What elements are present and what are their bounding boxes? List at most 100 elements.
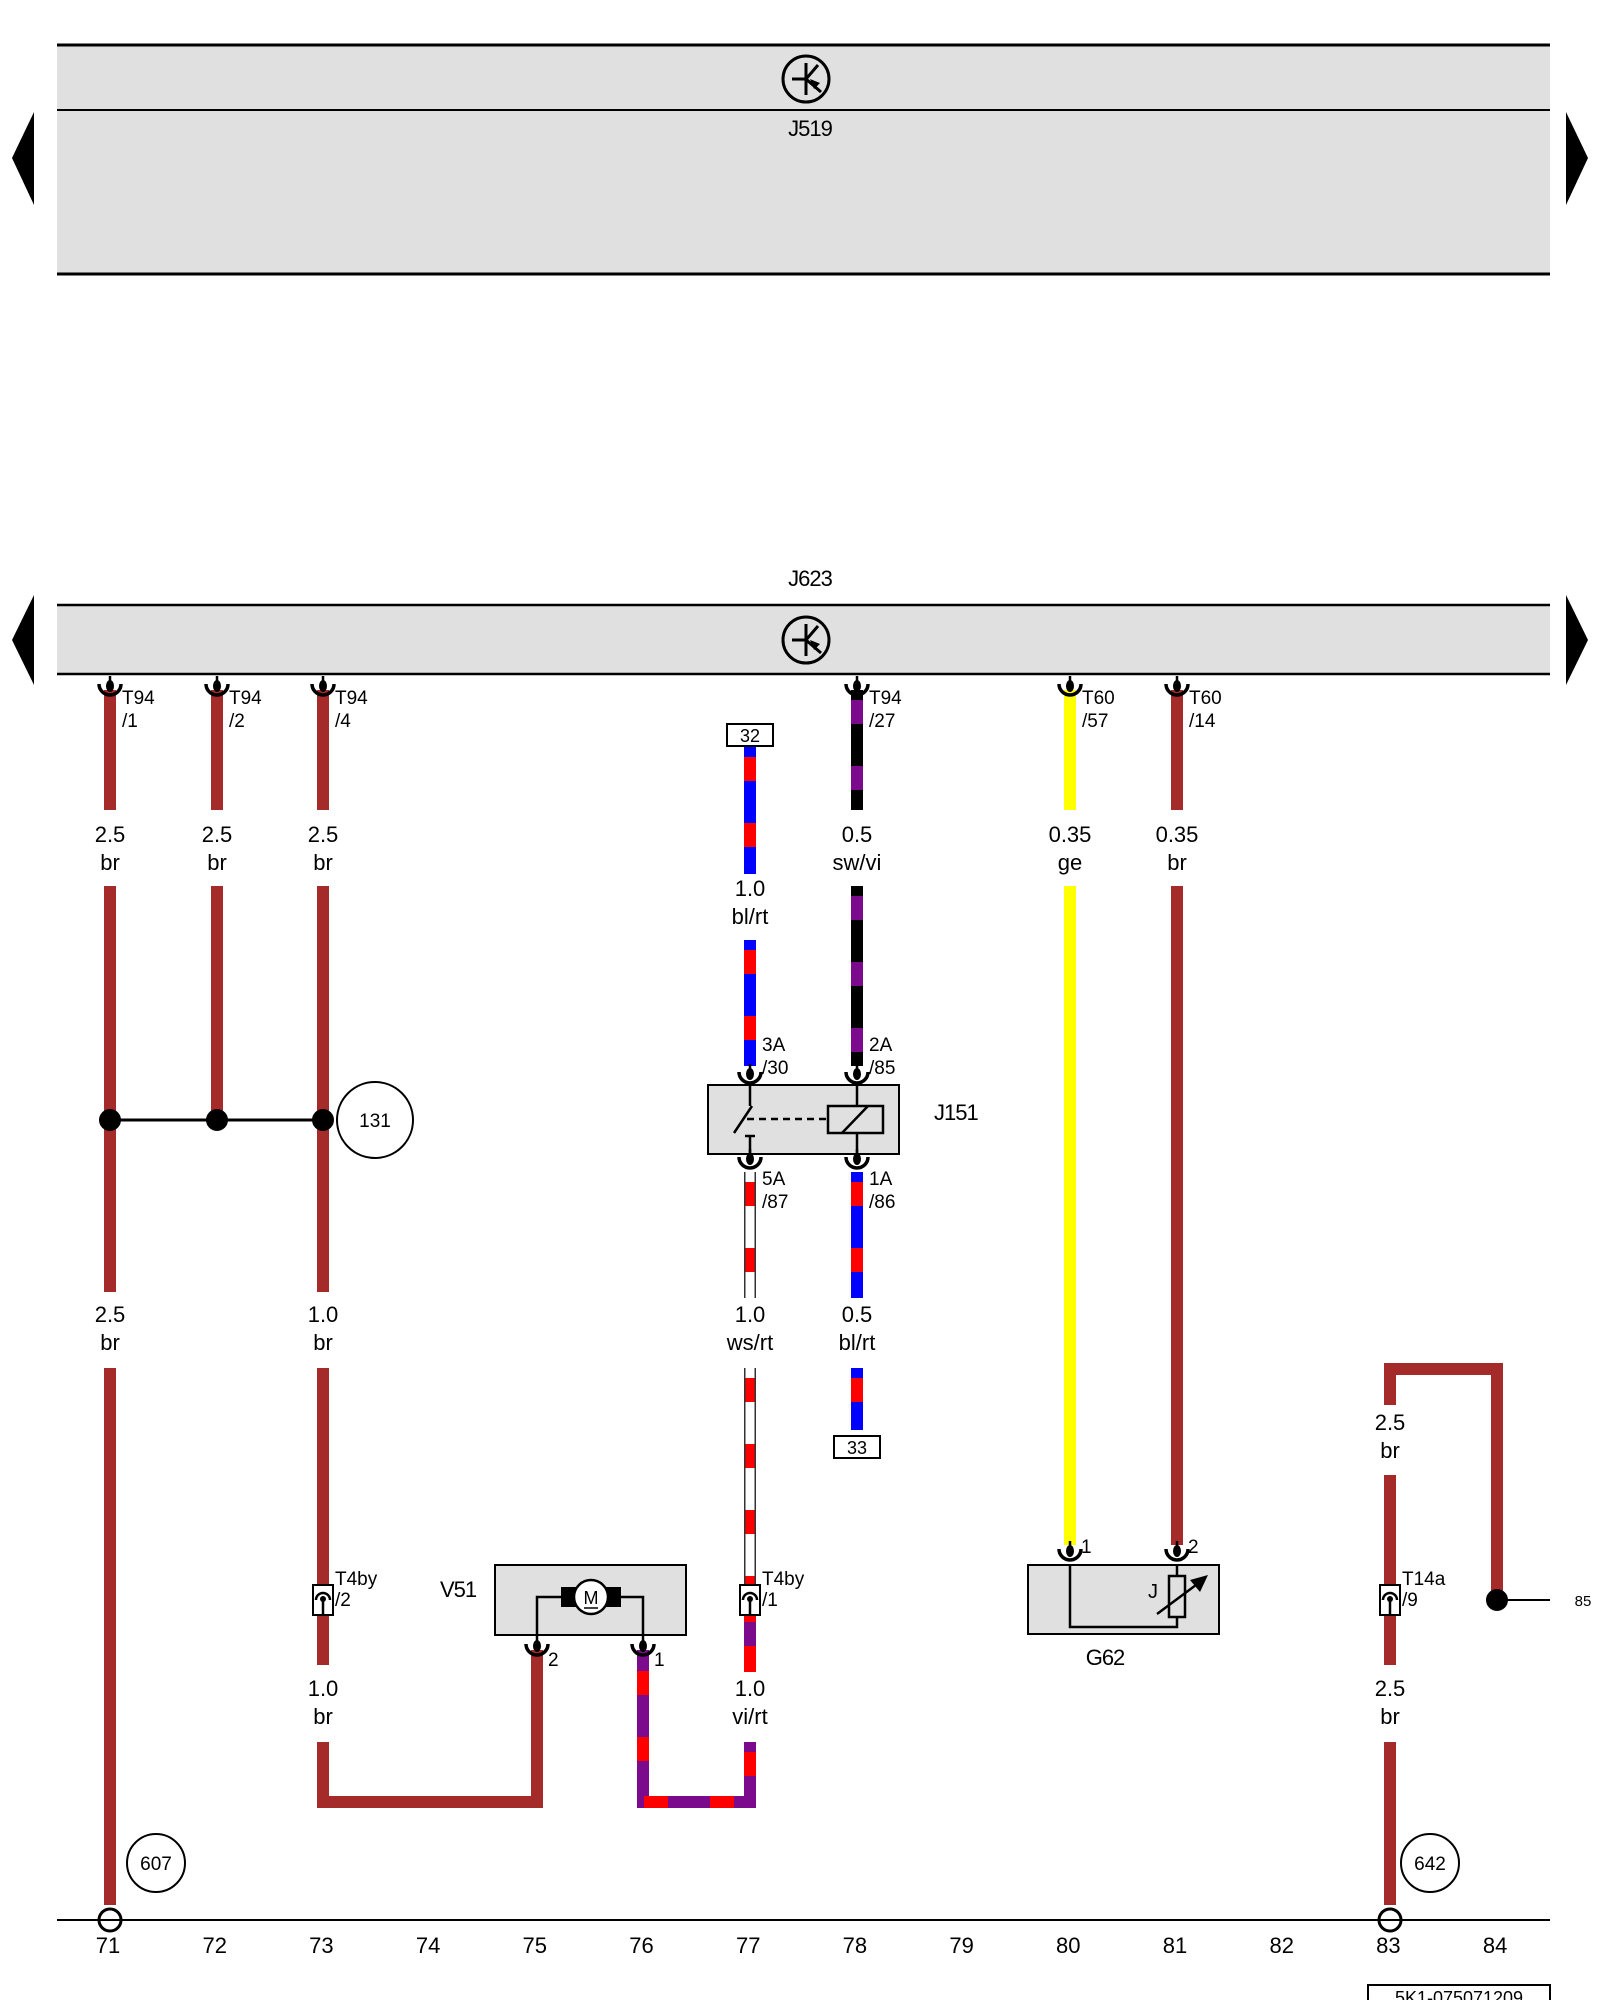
g62-inner-label: J (1148, 1581, 1158, 1603)
wire-color-label: br (100, 1330, 120, 1355)
wire-color-label: br (313, 850, 333, 875)
wire-size-label: 0.35 (1156, 822, 1199, 847)
relay-icon (732, 1085, 885, 1154)
next-page-arrow-lower[interactable] (1566, 595, 1588, 685)
pin-socket-icon (1164, 1541, 1190, 1562)
wire-size-label: 2.5 (202, 822, 233, 847)
wire-size-label: 1.0 (308, 1676, 339, 1701)
pin-label-t4by_1-num: /1 (762, 1590, 778, 1611)
j519-label: J519 (788, 116, 832, 141)
pin-label-g62-2: 2 (1188, 1537, 1199, 1558)
pin-label-t4by_2-num: /2 (335, 1590, 351, 1611)
wire-size-label: 2.5 (1375, 1410, 1406, 1435)
wire-size-label: 1.0 (735, 876, 766, 901)
prev-page-arrow[interactable] (12, 112, 34, 205)
splice-dot (206, 1109, 228, 1131)
pin-socket-icon (1057, 1541, 1083, 1562)
pin-label-t94_4: T94 (335, 688, 368, 709)
pin-label-87: /87 (762, 1192, 788, 1213)
pin-label-t94_2-num: /2 (229, 711, 245, 732)
pin-label-1a: 1A (869, 1169, 893, 1190)
track-number: 72 (202, 1933, 226, 1958)
splice-dot (99, 1109, 121, 1131)
wire-size-label: 2.5 (308, 822, 339, 847)
wire-color-label: bl/rt (839, 1330, 876, 1355)
pin-label-2a: 2A (869, 1035, 893, 1056)
pin-label-t14a_9-num: /9 (1402, 1590, 1418, 1611)
reference-131[interactable]: 131 (336, 1081, 414, 1159)
wire-color-label: br (1167, 850, 1187, 875)
wire-size-label: 0.5 (842, 822, 873, 847)
wire-size-label: 0.5 (842, 1302, 873, 1327)
prev-page-arrow-lower[interactable] (12, 595, 34, 685)
terminal-32-text: 32 (740, 726, 760, 746)
j151-label: J151 (934, 1100, 978, 1125)
inline-connector-icon (312, 1584, 334, 1616)
thermistor-icon (1068, 1565, 1208, 1629)
pin-label-t60_14: T60 (1189, 688, 1222, 709)
track-number: 75 (523, 1933, 547, 1958)
pin-label-t60_14-num: /14 (1189, 711, 1216, 732)
continuation-85: 85 (1575, 1593, 1592, 1610)
wire-size-label: 2.5 (95, 1302, 126, 1327)
pin-socket-icon (844, 676, 870, 697)
component-j151: J151 (707, 1084, 979, 1155)
pin-label-t60_57-num: /57 (1082, 711, 1108, 732)
track-number: 80 (1056, 1933, 1080, 1958)
pin-socket-icon (1164, 676, 1190, 697)
inline-connector-icon (1379, 1584, 1401, 1616)
wire-w83a (1384, 1363, 1503, 1600)
wire-size-label: 0.35 (1049, 822, 1092, 847)
track-number: 82 (1269, 1933, 1293, 1958)
transistor-icon (781, 54, 831, 104)
pin-label-t4by_1: T4by (762, 1569, 805, 1590)
pin-label-t14a_9: T14a (1402, 1569, 1446, 1590)
terminal-33: 33 (833, 1435, 881, 1459)
track-number: 73 (309, 1933, 333, 1958)
reference-607-text: 607 (140, 1854, 172, 1875)
reference-607[interactable]: 607 (126, 1833, 186, 1893)
track-number: 71 (96, 1933, 120, 1958)
pin-label-t94_27-num: /27 (869, 711, 895, 732)
pin-label-t94_2: T94 (229, 688, 262, 709)
terminal-33-text: 33 (847, 1438, 867, 1458)
track-number: 77 (736, 1933, 760, 1958)
v51-label: V51 (440, 1577, 477, 1602)
wire-size-label: 1.0 (735, 1302, 766, 1327)
wire-size-label: 2.5 (1375, 1676, 1406, 1701)
wire-color-label: br (313, 1704, 333, 1729)
wire-color-label: vi/rt (732, 1704, 767, 1729)
j623-label: J623 (788, 566, 832, 591)
pin-socket-icon (524, 1636, 550, 1657)
component-j623: J623 (57, 566, 1550, 676)
splice-dot (312, 1109, 334, 1131)
wire-size-label: 1.0 (308, 1302, 339, 1327)
track-number: 74 (416, 1933, 440, 1958)
pin-label-v51-2: 2 (548, 1650, 559, 1671)
transistor-icon (781, 615, 831, 665)
pin-label-86: /86 (869, 1192, 895, 1213)
track-number: 76 (629, 1933, 653, 1958)
pin-socket-icon (844, 1149, 870, 1170)
terminal-32: 32 (726, 723, 774, 747)
component-v51: M V51 (440, 1564, 687, 1636)
g62-label: G62 (1086, 1645, 1125, 1670)
track-number: 79 (949, 1933, 973, 1958)
reference-642[interactable]: 642 (1400, 1833, 1460, 1893)
pin-label-3a: 3A (762, 1035, 786, 1056)
pin-label-t60_57: T60 (1082, 688, 1115, 709)
wire-color-label: br (100, 850, 120, 875)
component-j519: J519 (57, 43, 1550, 276)
wire-color-label: sw/vi (833, 850, 882, 875)
pin-label-v51-1: 1 (654, 1650, 665, 1671)
pin-socket-icon (1057, 676, 1083, 697)
next-page-arrow[interactable] (1566, 112, 1588, 205)
labels-layer: T94/1T94/2T94/4T94/27T60/57T60/143A/302A… (95, 676, 1592, 1933)
wire-color-label: br (1380, 1438, 1400, 1463)
pin-socket-icon (204, 676, 230, 697)
track-number: 78 (843, 1933, 867, 1958)
wire-color-label: bl/rt (732, 904, 769, 929)
document-id: 5K1-075071209 (1395, 1988, 1523, 2000)
